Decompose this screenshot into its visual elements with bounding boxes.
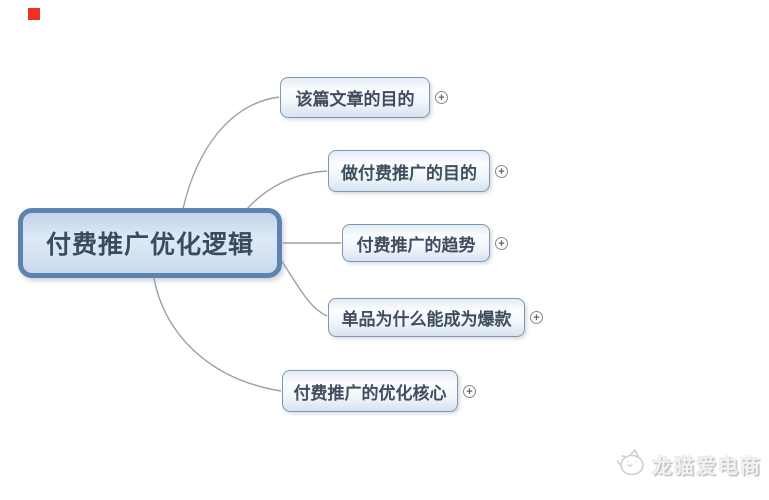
expand-icon[interactable]: + (530, 311, 543, 324)
branch-label: 单品为什么能成为爆款 (341, 310, 512, 329)
connector-branch-2 (246, 170, 328, 210)
branch-box[interactable]: 付费推广的趋势 (342, 224, 490, 262)
branch-node-paid-promo-trend[interactable]: 付费推广的趋势 + (342, 224, 508, 262)
branch-label: 做付费推广的目的 (341, 163, 477, 183)
cat-icon (617, 449, 644, 476)
connector-branch-1 (182, 96, 280, 210)
expand-icon[interactable]: + (495, 164, 508, 178)
branch-node-paid-promo-purpose[interactable]: 做付费推广的目的 + (328, 150, 508, 192)
branch-node-why-hit-product[interactable]: 单品为什么能成为爆款 + (328, 298, 543, 337)
expand-icon[interactable]: + (495, 236, 508, 250)
branch-box[interactable]: 该篇文章的目的 (280, 77, 430, 118)
root-topic-node[interactable]: 付费推广优化逻辑 (18, 208, 282, 278)
connector-branch-5 (153, 277, 282, 392)
watermark-text: 龙猫爱电商 (652, 455, 762, 478)
watermark: 龙猫爱电商 (610, 448, 762, 480)
branch-label: 付费推广的趋势 (356, 235, 476, 255)
expand-icon[interactable]: + (463, 384, 476, 398)
branch-box[interactable]: 付费推广的优化核心 (282, 370, 458, 412)
branch-node-article-purpose[interactable]: 该篇文章的目的 + (280, 77, 448, 118)
expand-icon[interactable]: + (435, 91, 448, 104)
red-square-marker (28, 8, 40, 20)
branch-box[interactable]: 单品为什么能成为爆款 (328, 298, 525, 337)
branch-node-optimization-core[interactable]: 付费推广的优化核心 + (282, 370, 476, 412)
branch-box[interactable]: 做付费推广的目的 (328, 150, 490, 192)
branch-label: 付费推广的优化核心 (293, 383, 447, 403)
connector-branch-4 (280, 259, 328, 317)
branch-label: 该篇文章的目的 (295, 90, 415, 109)
root-topic-label: 付费推广优化逻辑 (45, 231, 254, 259)
